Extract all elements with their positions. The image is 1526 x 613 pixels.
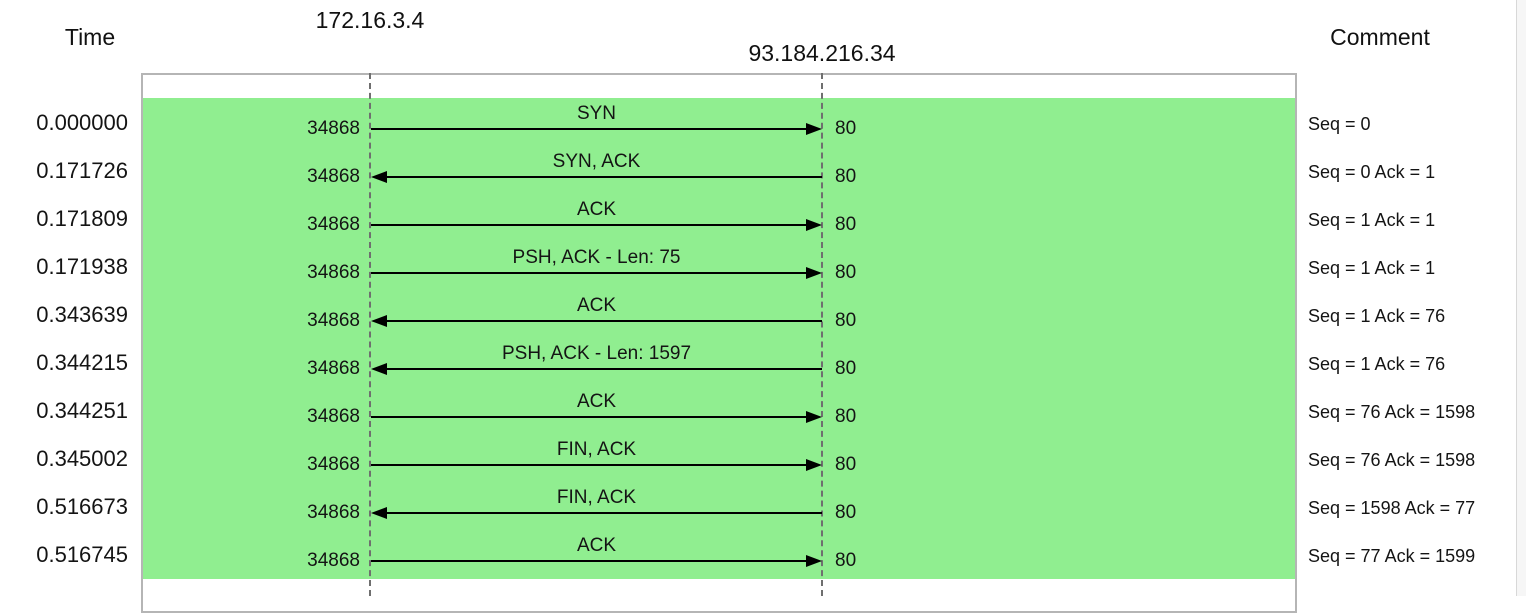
comment-label: Seq = 0 Ack = 1 <box>1308 162 1436 182</box>
src-port-label: 34868 <box>307 262 360 283</box>
message-label: PSH, ACK - Len: 75 <box>512 247 681 268</box>
message-arrow[interactable] <box>385 368 822 370</box>
arrowhead-icon <box>371 507 387 519</box>
conversation-band <box>143 98 1295 579</box>
src-port-label: 34868 <box>307 214 360 235</box>
comment-label: Seq = 0 <box>1308 114 1371 134</box>
comment-label: Seq = 76 Ack = 1598 <box>1308 450 1476 470</box>
vertical-scrollbar[interactable] <box>1516 0 1526 596</box>
message-label: SYN <box>576 103 617 124</box>
message-arrow[interactable] <box>385 512 822 514</box>
src-port-label: 34868 <box>307 118 360 139</box>
arrowhead-icon <box>806 267 822 279</box>
time-label: 0.516745 <box>36 542 128 567</box>
message-arrow[interactable] <box>371 128 808 130</box>
comment-label: Seq = 1598 Ack = 77 <box>1308 498 1476 518</box>
comment-label: Seq = 76 Ack = 1598 <box>1308 402 1476 422</box>
src-port-label: 34868 <box>307 166 360 187</box>
time-label: 0.171809 <box>36 206 128 231</box>
node-b-address-header: 93.184.216.34 <box>748 40 896 66</box>
src-port-label: 34868 <box>307 406 360 427</box>
message-label: ACK <box>576 535 617 556</box>
src-port-label: 34868 <box>307 310 360 331</box>
dst-port-label: 80 <box>835 310 857 331</box>
message-arrow[interactable] <box>371 464 808 466</box>
comment-label: Seq = 1 Ack = 1 <box>1308 258 1436 278</box>
message-label: SYN, ACK <box>552 151 641 172</box>
message-arrow[interactable] <box>371 560 808 562</box>
dst-port-label: 80 <box>835 118 857 139</box>
message-label: ACK <box>576 295 617 316</box>
arrowhead-icon <box>371 171 387 183</box>
comment-label: Seq = 1 Ack = 76 <box>1308 354 1446 374</box>
arrowhead-icon <box>806 123 822 135</box>
dst-port-label: 80 <box>835 454 857 475</box>
message-label: ACK <box>576 391 617 412</box>
arrowhead-icon <box>806 459 822 471</box>
time-label: 0.171938 <box>36 254 128 279</box>
dst-port-label: 80 <box>835 214 857 235</box>
dst-port-label: 80 <box>835 166 857 187</box>
comment-label: Seq = 77 Ack = 1599 <box>1308 546 1476 566</box>
node-a-address-header: 172.16.3.4 <box>315 7 425 33</box>
time-label: 0.000000 <box>36 110 128 135</box>
arrowhead-icon <box>371 363 387 375</box>
message-label: PSH, ACK - Len: 1597 <box>501 343 692 364</box>
time-label: 0.516673 <box>36 494 128 519</box>
src-port-label: 34868 <box>307 454 360 475</box>
message-arrow[interactable] <box>371 272 808 274</box>
src-port-label: 34868 <box>307 502 360 523</box>
lifeline-node-b <box>821 73 823 596</box>
message-arrow[interactable] <box>385 320 822 322</box>
lifeline-node-a <box>369 73 371 596</box>
comment-column-header: Comment <box>1330 24 1430 50</box>
src-port-label: 34868 <box>307 358 360 379</box>
message-arrow[interactable] <box>371 416 808 418</box>
arrowhead-icon <box>806 411 822 423</box>
dst-port-label: 80 <box>835 502 857 523</box>
time-label: 0.171726 <box>36 158 128 183</box>
comment-label: Seq = 1 Ack = 76 <box>1308 306 1446 326</box>
time-column-header: Time <box>64 24 116 50</box>
message-label: FIN, ACK <box>556 487 637 508</box>
time-label: 0.345002 <box>36 446 128 471</box>
dst-port-label: 80 <box>835 262 857 283</box>
src-port-label: 34868 <box>307 550 360 571</box>
arrowhead-icon <box>806 219 822 231</box>
dst-port-label: 80 <box>835 550 857 571</box>
time-label: 0.343639 <box>36 302 128 327</box>
arrowhead-icon <box>371 315 387 327</box>
comment-label: Seq = 1 Ack = 1 <box>1308 210 1436 230</box>
time-label: 0.344215 <box>36 350 128 375</box>
time-label: 0.344251 <box>36 398 128 423</box>
dst-port-label: 80 <box>835 358 857 379</box>
dst-port-label: 80 <box>835 406 857 427</box>
message-arrow[interactable] <box>371 224 808 226</box>
arrowhead-icon <box>806 555 822 567</box>
message-arrow[interactable] <box>385 176 822 178</box>
message-label: ACK <box>576 199 617 220</box>
message-label: FIN, ACK <box>556 439 637 460</box>
